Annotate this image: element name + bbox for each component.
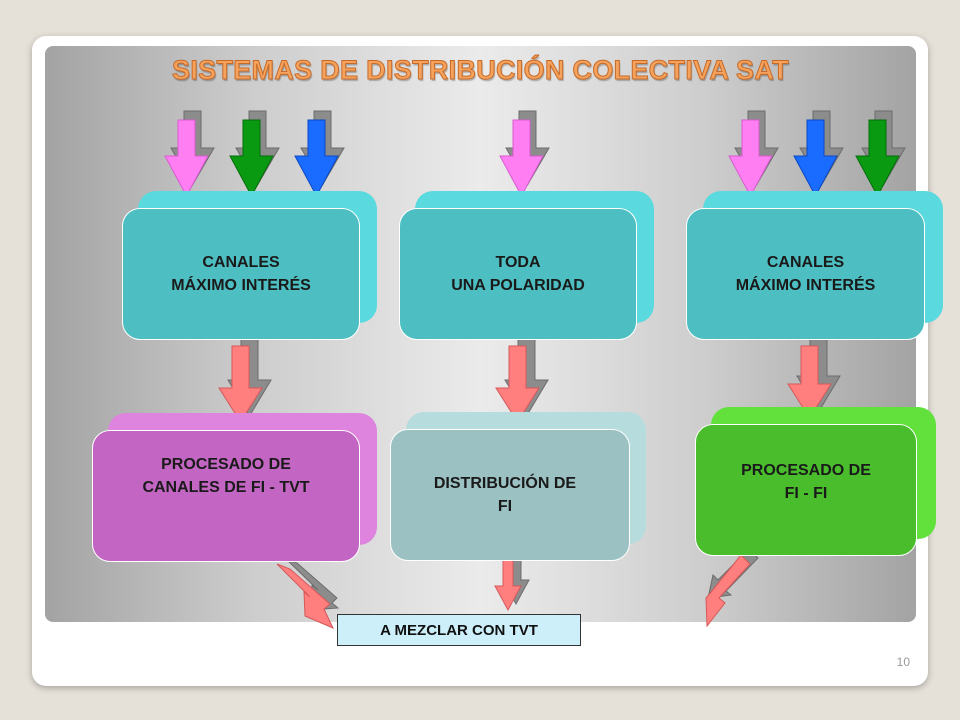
input-box-one-polarity: TODA UNA POLARIDAD bbox=[399, 208, 637, 340]
process-box-line2: FI - FI bbox=[784, 485, 828, 503]
arrow-down-icon bbox=[495, 345, 540, 423]
arrow-pink-icon bbox=[499, 119, 544, 198]
arrow-pink-icon bbox=[728, 119, 773, 198]
process-box-line2: CANALES DE FI - TVT bbox=[142, 479, 310, 497]
arrow-blue-icon bbox=[294, 119, 339, 198]
arrow-diagonal-left-icon bbox=[705, 554, 751, 628]
input-box-line1: CANALES bbox=[766, 253, 845, 271]
input-box-line1: TODA bbox=[495, 253, 541, 271]
page-number: 10 bbox=[896, 655, 910, 669]
input-box-max-interest: CANALES MÁXIMO INTERÉS bbox=[122, 208, 360, 340]
output-label: A MEZCLAR CON TVT bbox=[337, 614, 581, 646]
arrow-green-icon bbox=[229, 119, 274, 198]
process-box-line2: FI bbox=[497, 498, 513, 515]
input-box-line2: MÁXIMO INTERÉS bbox=[735, 277, 876, 294]
slide-title: SISTEMAS DE DISTRIBUCIÓN COLECTIVA SAT bbox=[172, 55, 790, 86]
input-box-line2: UNA POLARIDAD bbox=[451, 277, 585, 294]
arrow-down-icon bbox=[218, 345, 263, 423]
arrow-pink-icon bbox=[164, 119, 209, 198]
process-box-line1: PROCESADO DE bbox=[741, 462, 871, 479]
input-box-line1: CANALES bbox=[202, 253, 280, 271]
process-box-fi-distribution: DISTRIBUCIÓN DE FI bbox=[390, 429, 630, 561]
input-box-max-interest: CANALES MÁXIMO INTERÉS bbox=[686, 208, 925, 340]
arrow-diagonal-right-icon bbox=[276, 563, 335, 629]
arrow-blue-icon bbox=[793, 119, 838, 198]
process-box-fi-fi: PROCESADO DE FI - FI bbox=[695, 424, 917, 556]
input-box-line2: MÁXIMO INTERÉS bbox=[171, 277, 311, 294]
process-box-line1: DISTRIBUCIÓN DE bbox=[433, 474, 577, 492]
arrow-down-icon bbox=[787, 345, 832, 419]
process-box-tvt: PROCESADO DE CANALES DE FI - TVT bbox=[92, 430, 360, 562]
process-box-line1: PROCESADO DE bbox=[161, 456, 291, 473]
arrow-green-icon bbox=[855, 119, 900, 198]
